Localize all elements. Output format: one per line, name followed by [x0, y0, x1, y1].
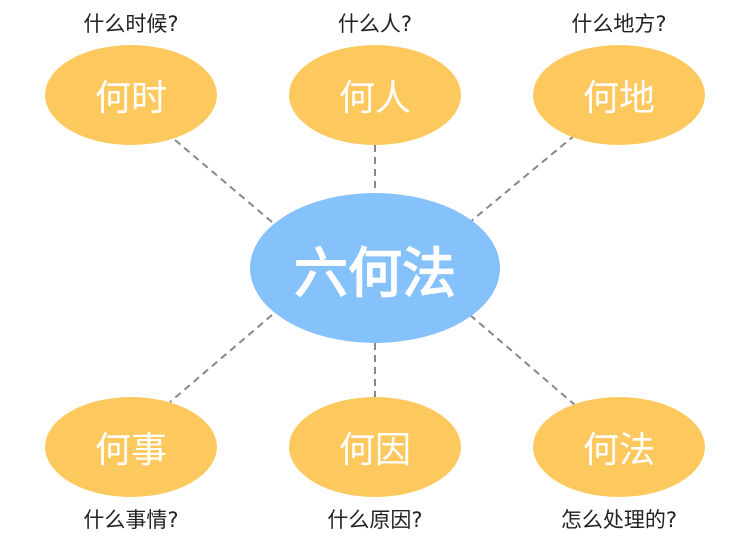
node-how: 何法: [533, 397, 705, 497]
center-node: 六何法: [250, 193, 500, 343]
caption-how: 怎么处理的?: [560, 508, 678, 532]
caption-who: 什么人?: [337, 12, 413, 36]
node-why: 何因: [289, 397, 461, 497]
connector-how: [469, 314, 576, 406]
node-what: 何事: [45, 397, 217, 497]
node-who: 何人: [289, 45, 461, 145]
node-where: 何地: [533, 45, 705, 145]
caption-when: 什么时候?: [83, 12, 179, 36]
caption-why: 什么原因?: [327, 508, 423, 532]
caption-where: 什么地方?: [571, 12, 667, 36]
connector-where: [469, 134, 576, 223]
caption-what: 什么事情?: [83, 508, 179, 532]
connector-what: [169, 314, 273, 403]
connector-when: [174, 139, 273, 223]
node-when: 何时: [45, 45, 217, 145]
